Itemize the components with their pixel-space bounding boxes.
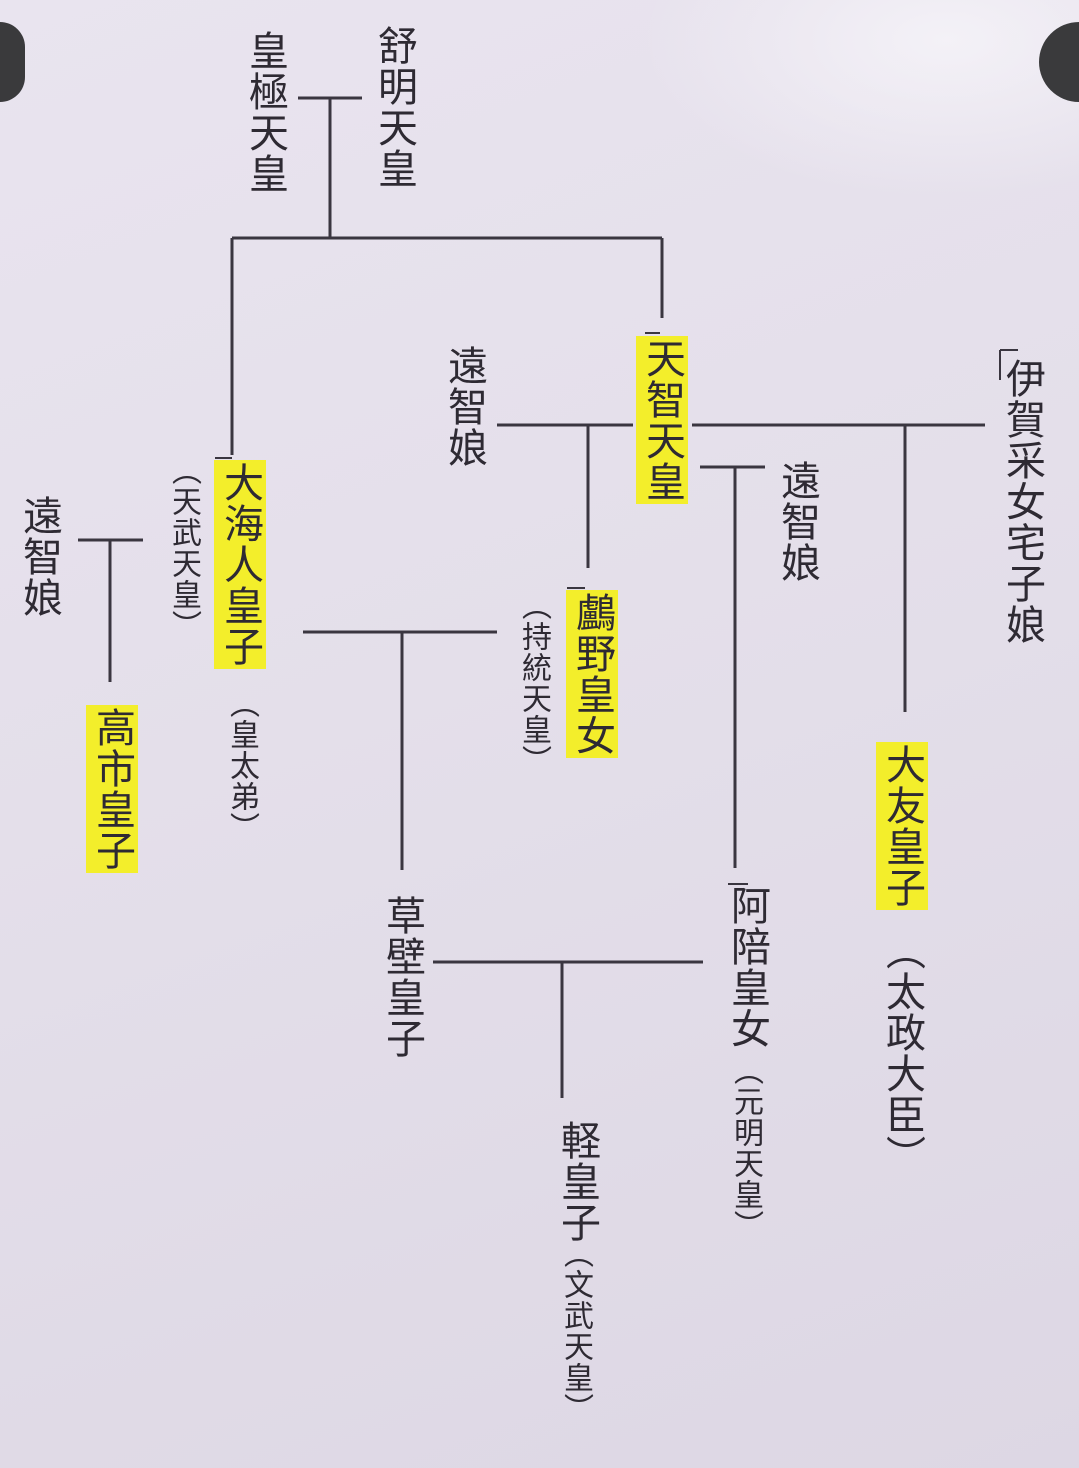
person-ahe: 阿陪皇女 — [724, 885, 770, 1049]
person-tenji: 天智天皇 — [636, 336, 688, 504]
person-karu-title: （文武天皇） — [558, 1238, 593, 1424]
person-ochi-3: 遠智娘 — [16, 495, 62, 618]
person-jomei: 舒明天皇 — [371, 25, 417, 189]
person-ochi-1: 遠智娘 — [441, 345, 487, 468]
person-karu: 軽皇子 — [554, 1120, 600, 1243]
person-oama-title: （天武天皇） — [166, 455, 201, 641]
person-kogyoku: 皇極天皇 — [242, 30, 288, 194]
person-unono-title: （持統天皇） — [516, 590, 551, 776]
person-takechi: 高市皇子 — [86, 705, 138, 873]
person-ahe-title: （元明天皇） — [728, 1055, 763, 1241]
person-oama-role: （皇太弟） — [224, 688, 259, 843]
person-otomo: 大友皇子 — [876, 742, 928, 910]
device-corner — [0, 22, 25, 102]
person-kusakabe: 草壁皇子 — [379, 895, 425, 1059]
person-oama: 大海人皇子 — [214, 460, 266, 669]
person-otomo-title: （太政大臣） — [879, 930, 925, 1176]
mark-iga — [999, 349, 1018, 380]
person-ochi-2: 遠智娘 — [774, 460, 820, 583]
person-iga: 伊賀采女宅子娘 — [999, 358, 1045, 645]
person-unono: 鸕野皇女 — [566, 590, 618, 758]
